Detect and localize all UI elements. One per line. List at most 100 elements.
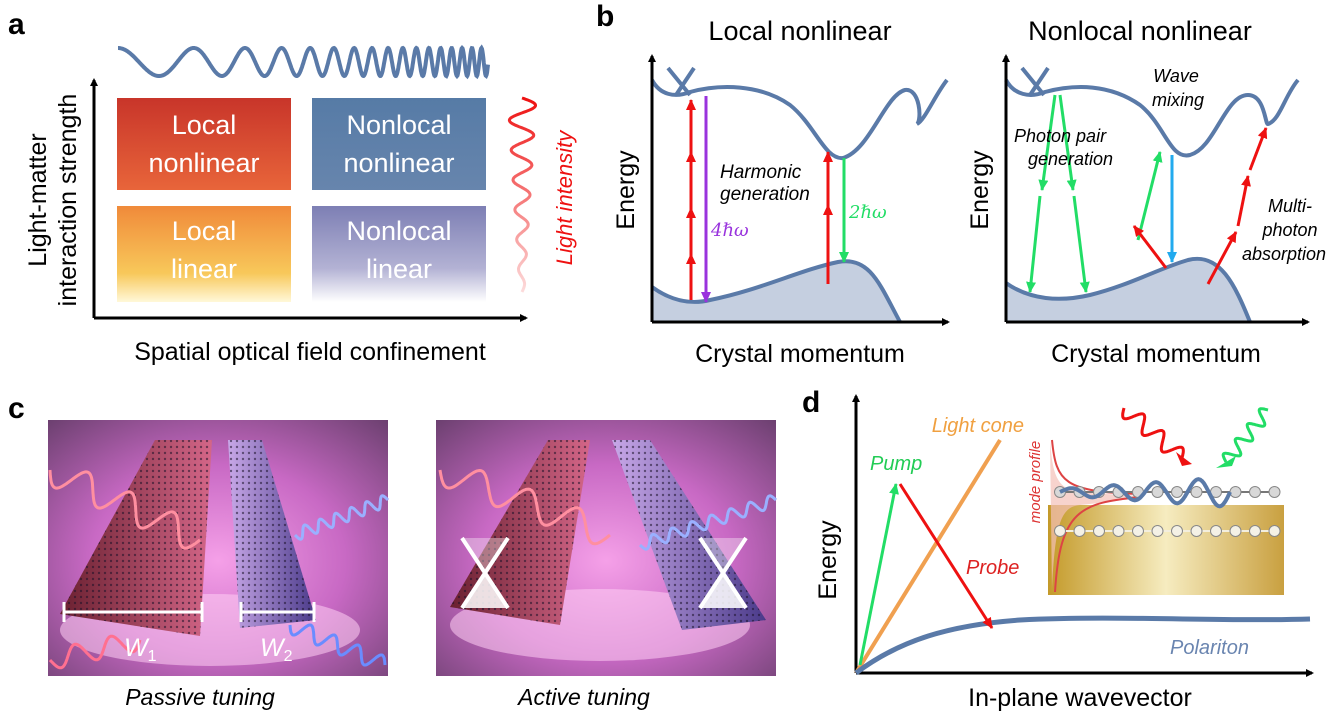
panel-b-right: Energy Crystal momentum Photon pair gene… [966, 54, 1326, 368]
incident-wave-blue-left [293, 494, 390, 541]
atom [1229, 525, 1242, 537]
valence-band-right [1004, 256, 1252, 323]
graphene-atoms-top [1054, 486, 1281, 498]
box-local-nonlinear-l2: nonlinear [148, 148, 259, 178]
panel-d: d Energy In-plane wavevector Light cone … [802, 386, 1314, 712]
atom [1229, 486, 1242, 498]
label-mode-profile: mode profile [1027, 441, 1044, 524]
incident-wave-red-right [438, 468, 611, 546]
atom [1210, 525, 1222, 537]
dirac-cone-right-top [700, 538, 746, 574]
label-harmonic-1: Harmonic [720, 162, 802, 183]
passive-tuning-label: Passive tuning [125, 684, 275, 710]
box-local-linear-l1: Local [172, 216, 237, 246]
cone-right [1020, 66, 1050, 97]
panel-d-letter: d [802, 386, 820, 419]
box-local-linear-l2: linear [171, 254, 237, 284]
pair-arrow-2 [1058, 94, 1077, 191]
panel-a-letter: a [8, 8, 25, 41]
panel-b-right-ylabel: Energy [966, 150, 994, 230]
multiphoton-arrow-3 [1248, 127, 1268, 171]
box-nonlocal-linear [312, 206, 486, 302]
pair-arrow-1 [1038, 94, 1057, 191]
box-nonlocal-nonlinear [312, 98, 486, 190]
panel-b-left: Energy Crystal momentum 4ℏω 2ℏω Harmonic… [612, 54, 950, 368]
conduction-band-left [650, 78, 949, 160]
panel-b-right-xlabel: Crystal momentum [1051, 340, 1261, 368]
panel-b: b Local nonlinear Nonlocal nonlinear Ene… [596, 0, 1326, 368]
outgoing-wave-red-left [48, 634, 142, 670]
panel-a-ylabel-2: interaction strength [54, 94, 82, 307]
panel-a-chirped-wave [118, 44, 490, 80]
dirac-cone-left-top [462, 538, 508, 574]
inset-red-arrowhead [1176, 452, 1192, 466]
panel-a-xlabel: Spatial optical field confinement [134, 338, 486, 366]
label-wave-mixing-2: mixing [1152, 90, 1204, 110]
atom [1268, 525, 1281, 537]
atom [1132, 525, 1144, 537]
atom [1054, 525, 1066, 537]
panel-b-right-title: Nonlocal nonlinear [1028, 16, 1252, 46]
atom [1171, 525, 1183, 537]
label-w1: W1 [124, 634, 157, 665]
atom [1249, 486, 1261, 498]
panel-a-intensity-label: Light intensity [552, 129, 577, 266]
dirac-cone-right-lines [698, 536, 748, 610]
panel-b-left-title: Local nonlinear [708, 16, 891, 46]
valence-band-left [650, 259, 902, 323]
mode-profile-curve-bottom [1054, 496, 1141, 593]
box-nonlocal-linear-l2: linear [366, 254, 432, 284]
panel-a: a Light-matter interaction strength Spat… [8, 8, 577, 366]
dirac-cone-right-bottom [700, 574, 746, 608]
panel-b-letter: b [596, 0, 614, 33]
label-polariton: Polariton [1170, 637, 1249, 659]
pump-arrow [858, 483, 899, 666]
valence-band-fill-right [1006, 258, 1250, 322]
label-pump: Pump [870, 453, 922, 475]
passive-tuning-illustration: W1 W2 [48, 420, 390, 676]
dirac-cone-left-bottom [462, 574, 508, 608]
panel-c-letter: c [8, 392, 25, 425]
panel-d-ylabel: Energy [814, 520, 842, 600]
incident-wave-red-left [48, 469, 201, 550]
mixing-arrow-green [1136, 151, 1163, 241]
box-nonlocal-nonlinear-l2: nonlinear [343, 148, 454, 178]
label-photon-pair-2: generation [1028, 149, 1113, 169]
atom [1112, 525, 1125, 537]
light-cone-line [854, 438, 1002, 675]
active-tuning-illustration [436, 420, 778, 676]
label-2hw: 2ℏω [848, 202, 887, 223]
cone-left [666, 66, 696, 97]
label-harmonic-2: generation [720, 184, 810, 205]
panel-c: c W1 W2 Passive tuning [8, 392, 778, 710]
inset-incident-green-wave [1221, 407, 1269, 463]
valence-band-fill-left [652, 261, 900, 322]
inset-incident-red-wave [1121, 407, 1185, 459]
panel-b-left-xlabel: Crystal momentum [695, 340, 905, 368]
ribbon-w1-lattice [60, 440, 212, 636]
inset-polariton-structure: mode profile [1027, 407, 1284, 595]
inset-substrate [1048, 505, 1284, 595]
pair-arrow-4 [1072, 195, 1090, 293]
label-multiphoton-1: Multi- [1268, 196, 1312, 216]
atom [1171, 486, 1183, 498]
atom [1268, 486, 1281, 498]
outgoing-wave-blue-left [288, 623, 387, 667]
box-local-nonlinear-l1: Local [172, 110, 237, 140]
multiphoton-arrow-1 [1206, 231, 1238, 285]
atom [1151, 486, 1164, 498]
atom [1073, 525, 1086, 537]
label-photon-pair-1: Photon pair [1014, 126, 1107, 146]
label-w2: W2 [260, 634, 293, 665]
label-multiphoton-2: photon [1261, 220, 1317, 240]
label-wave-mixing-1: Wave [1153, 66, 1199, 86]
box-nonlocal-linear-l1: Nonlocal [346, 216, 451, 246]
polariton-dispersion [854, 615, 1311, 676]
mode-profile-curve-top [1051, 439, 1141, 495]
label-multiphoton-3: absorption [1242, 244, 1326, 264]
box-local-nonlinear [117, 98, 291, 190]
atom [1190, 486, 1203, 498]
panel-a-ylabel-1: Light-matter [24, 133, 52, 266]
incident-wave-blue-right [638, 494, 778, 551]
panel-b-left-ylabel: Energy [612, 150, 640, 230]
